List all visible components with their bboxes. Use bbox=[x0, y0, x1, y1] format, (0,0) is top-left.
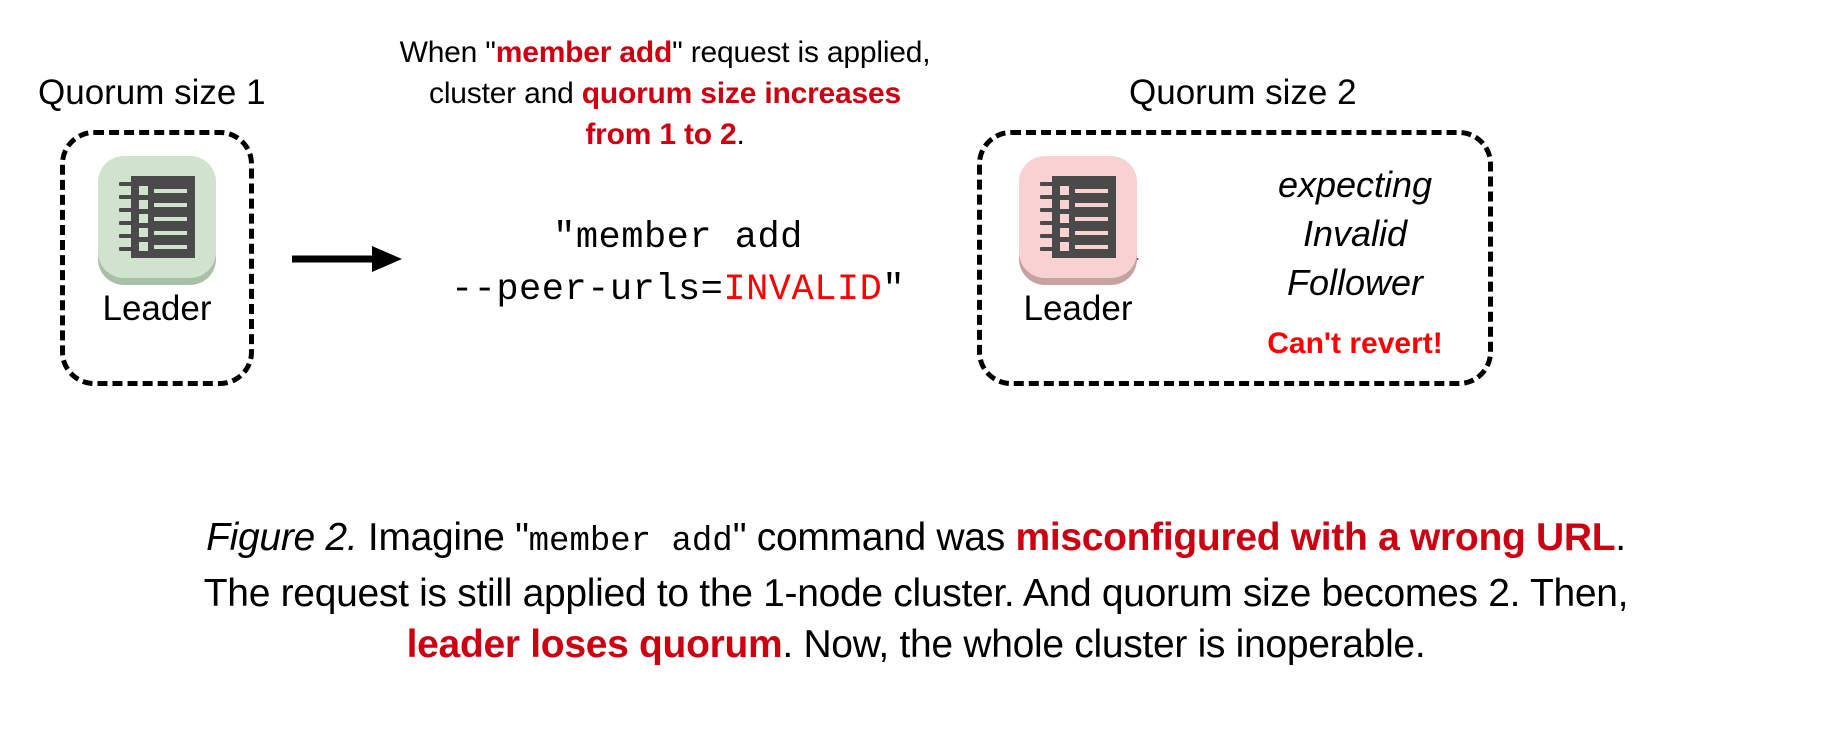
top-caption-line-3: from 1 to 2. bbox=[355, 114, 975, 155]
top-caption-command-highlight: member add bbox=[495, 36, 673, 69]
top-caption: When "member add" request is applied, cl… bbox=[355, 32, 975, 155]
command-line-1: "member add bbox=[553, 217, 803, 259]
figure-caption-quorum-loss-highlight: leader loses quorum bbox=[406, 623, 783, 666]
figure-caption-l1-b: " command was bbox=[732, 516, 1016, 559]
command-closing-quote: " bbox=[882, 269, 906, 311]
figure-caption-line-3: leader loses quorum. Now, the whole clus… bbox=[0, 619, 1832, 670]
quorum-size-label-left: Quorum size 1 bbox=[38, 73, 266, 112]
node-left: Leader bbox=[79, 156, 235, 330]
top-caption-line1-suffix: " request is applied, bbox=[672, 36, 931, 69]
figure-caption-l3-b: . Now, the whole cluster is inoperable. bbox=[782, 623, 1426, 666]
command-flag: --peer-urls= bbox=[450, 269, 724, 311]
node-role-label-left: Leader bbox=[102, 289, 212, 328]
top-caption-line3-period: . bbox=[736, 118, 745, 151]
top-caption-line1-prefix: When " bbox=[399, 36, 496, 69]
figure-caption-l1-c: . bbox=[1615, 516, 1626, 559]
top-caption-range-highlight: from 1 to 2 bbox=[585, 118, 737, 151]
figure-number-label: Figure 2. bbox=[206, 516, 358, 559]
status-line-3: Follower bbox=[1286, 262, 1424, 303]
figure-caption: Figure 2. Imagine "member add" command w… bbox=[0, 512, 1832, 670]
top-caption-line2-prefix: cluster and bbox=[429, 77, 582, 110]
top-caption-quorum-highlight: quorum size increases bbox=[581, 77, 901, 110]
top-caption-line-2: cluster and quorum size increases bbox=[355, 73, 975, 114]
cluster-boundary-left bbox=[60, 130, 254, 386]
command-invalid-value: INVALID bbox=[723, 269, 883, 311]
figure-caption-l1-a: Imagine " bbox=[357, 516, 529, 559]
node-role-label-right: Leader bbox=[1023, 289, 1133, 328]
figure-caption-misconfig-highlight: misconfigured with a wrong URL bbox=[1015, 516, 1616, 559]
status-line-1: expecting bbox=[1277, 164, 1433, 205]
figure-caption-line-2: The request is still applied to the 1-no… bbox=[203, 572, 1629, 615]
node-right: Leader bbox=[1000, 156, 1156, 330]
top-caption-line-1: When "member add" request is applied, bbox=[355, 32, 975, 73]
right-cluster-status: expecting Invalid Follower Can't revert! bbox=[1230, 160, 1480, 361]
server-rack-icon-right bbox=[1019, 156, 1137, 278]
figure-caption-command: member add bbox=[528, 523, 733, 561]
command-text: "member add --peer-urls=INVALID" bbox=[428, 212, 928, 316]
figure-caption-line-1: Figure 2. Imagine "member add" command w… bbox=[0, 512, 1832, 568]
status-line-2: Invalid bbox=[1302, 213, 1408, 254]
cluster-boundary-right bbox=[977, 130, 1493, 386]
arrow-right-1-icon bbox=[292, 244, 402, 279]
command-line-2: --peer-urls=INVALID" bbox=[428, 264, 928, 316]
server-rack-icon-left bbox=[98, 156, 216, 278]
quorum-size-label-right: Quorum size 2 bbox=[1129, 73, 1357, 112]
cannot-revert-alert: Can't revert! bbox=[1267, 327, 1443, 360]
